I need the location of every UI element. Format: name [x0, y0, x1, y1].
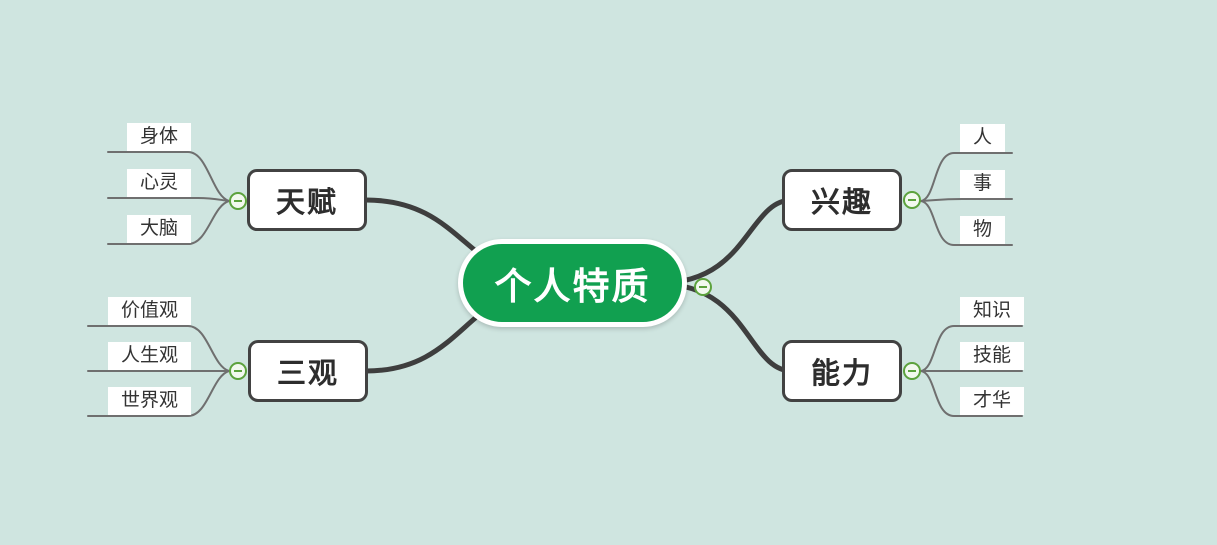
branch-xingqu-shi: [920, 198, 1013, 202]
subtopic-shenti[interactable]: 身体: [126, 123, 191, 151]
subtopic-danao[interactable]: 大脑: [126, 215, 191, 243]
subtopic-jineng[interactable]: 技能: [960, 342, 1025, 370]
main-topic-label: 兴趣: [810, 187, 873, 219]
collapse-icon-root[interactable]: [694, 278, 712, 296]
root-topic[interactable]: 个人特质: [458, 239, 687, 327]
main-topic-sanguan[interactable]: 三观: [248, 340, 368, 402]
collapse-icon-xingqu[interactable]: [903, 191, 921, 209]
main-topic-label: 天赋: [275, 187, 338, 219]
collapse-icon-nengli[interactable]: [903, 362, 921, 380]
subtopic-xinling[interactable]: 心灵: [126, 169, 191, 197]
root-topic-label: 个人特质: [494, 266, 651, 307]
subtopic-zhishi[interactable]: 知识: [960, 297, 1025, 325]
subtopic-ren[interactable]: 人: [960, 124, 1006, 152]
main-topic-nengli[interactable]: 能力: [782, 340, 902, 402]
subtopic-shijieguan[interactable]: 世界观: [107, 387, 191, 415]
subtopic-jiazhiguan[interactable]: 价值观: [107, 297, 191, 325]
subtopic-renshengguan[interactable]: 人生观: [107, 342, 191, 370]
subtopic-wu[interactable]: 物: [960, 216, 1006, 244]
collapse-icon-tianfu[interactable]: [229, 192, 247, 210]
main-topic-tianfu[interactable]: 天赋: [247, 169, 367, 231]
main-topic-xingqu[interactable]: 兴趣: [782, 169, 902, 231]
collapse-icon-sanguan[interactable]: [229, 362, 247, 380]
subtopic-caihua[interactable]: 才华: [960, 387, 1025, 415]
branch-tianfu-xinling: [107, 197, 230, 202]
subtopic-shi[interactable]: 事: [960, 170, 1006, 198]
main-topic-label: 三观: [276, 358, 339, 390]
main-topic-label: 能力: [810, 358, 873, 390]
